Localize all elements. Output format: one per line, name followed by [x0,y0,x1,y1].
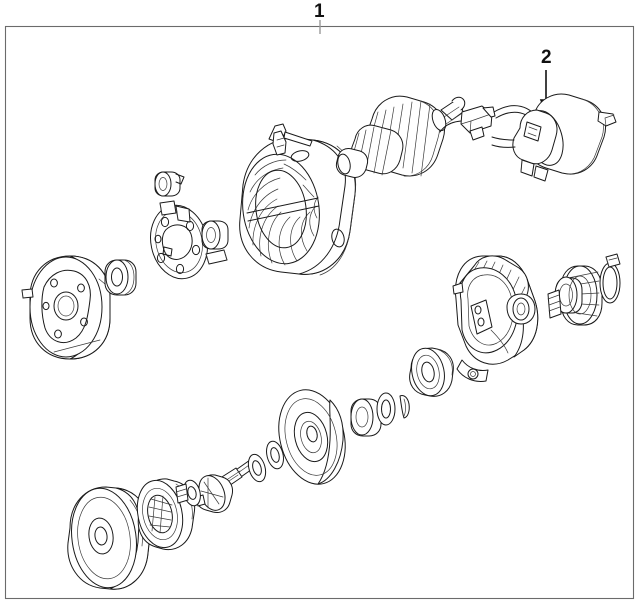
part-drive-end-housing [452,255,539,382]
part-reduction-gear [278,389,346,485]
part-spring-sleeve [547,289,562,319]
part-armature [335,95,466,178]
part-drive-housing-bearing [409,347,454,397]
part-shim-plate-a [159,200,177,216]
part-end-cover-bushing [104,259,137,296]
part-gear-thrust-washer-a [350,398,382,437]
part-gear-thrust-washer-b [376,392,396,426]
callout-label-2: 2 [541,47,552,68]
part-pinion-stop-collar [175,483,189,504]
part-thrust-washer-small [201,220,229,250]
part-yoke-field-coil-assembly [239,123,357,276]
part-commutator-end-cover [21,255,111,360]
part-gear-thrust-washer-c [399,395,410,419]
part-retaining-clip [605,253,621,268]
part-shim-key [205,249,228,265]
part-overrunning-clutch [67,486,151,590]
part-pinion-shaft [195,459,256,513]
part-idler-gear [554,265,603,326]
part-shaft-washer [247,453,267,483]
callout-label-1: 1 [314,1,325,22]
part-gear-o-ring [599,262,621,304]
part-brush-spring-clip [154,171,185,197]
part-magnetic-switch-solenoid [491,93,617,182]
part-gear-thrust-washer-d [266,440,284,470]
